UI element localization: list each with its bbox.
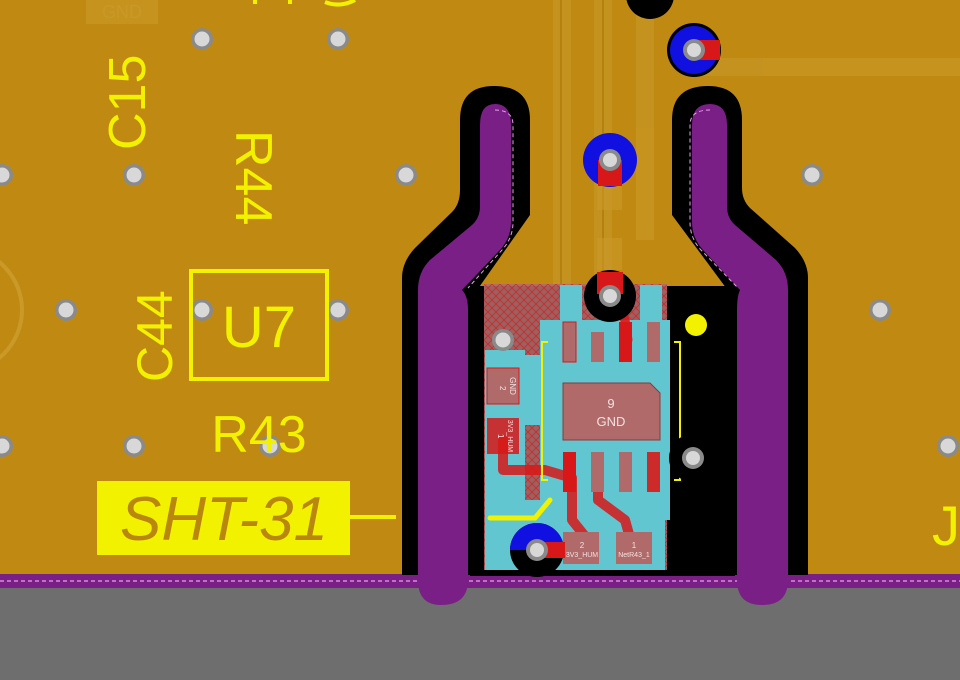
ic-pin-6[interactable] — [619, 322, 632, 362]
via-hole — [940, 438, 956, 454]
designator-r44[interactable]: R44 — [224, 130, 282, 225]
ic-pin-7[interactable] — [591, 332, 604, 362]
mounting-outline — [0, 260, 24, 360]
ic-pin-3[interactable] — [619, 452, 632, 492]
designator-r43[interactable]: R43 — [211, 406, 306, 464]
via-hole — [126, 167, 142, 183]
designator-j-partial[interactable]: J — [932, 494, 960, 557]
designator-c15[interactable]: C15 — [99, 55, 157, 150]
svg-text:1: 1 — [496, 434, 505, 439]
ic-pin-4[interactable] — [647, 452, 660, 492]
board-edge-region — [0, 588, 960, 680]
via-hole — [194, 31, 210, 47]
ic-silk-right — [674, 341, 681, 481]
stitching-vias[interactable] — [0, 28, 959, 457]
ic-pin-5[interactable] — [647, 322, 660, 362]
via-hole — [330, 302, 346, 318]
via-hole — [58, 302, 74, 318]
pin1-marker-icon — [685, 314, 707, 336]
via-hole — [262, 438, 278, 454]
designator-u7[interactable]: U7 — [222, 295, 296, 360]
svg-text:2: 2 — [580, 541, 585, 550]
svg-text:3V3_HUM: 3V3_HUM — [566, 552, 598, 559]
ic-pin-1[interactable] — [563, 452, 576, 492]
via-hole — [194, 302, 210, 318]
via-hole — [0, 438, 10, 454]
ic-silk-left — [541, 341, 548, 481]
designator-gnd-top: GND — [102, 2, 142, 22]
svg-text:3V3_HUM: 3V3_HUM — [506, 420, 513, 452]
ic-pin-2[interactable] — [591, 452, 604, 492]
keepout-slot-right — [692, 104, 788, 605]
ic-center-pad[interactable] — [562, 382, 661, 441]
via-icon[interactable] — [626, 0, 674, 19]
sht31-label-bg — [97, 481, 350, 555]
ic-pin-8[interactable] — [562, 321, 577, 363]
svg-text:NetR43_1: NetR43_1 — [618, 552, 650, 559]
via-hole — [398, 167, 414, 183]
via-hole — [0, 167, 10, 183]
res-r43-pads[interactable]: 2 3V3_HUM 1 NetR43_1 — [563, 532, 652, 564]
keepout-slot-left — [418, 104, 511, 605]
designator-sht31[interactable]: SHT-31 — [120, 485, 328, 554]
pad-left-upper[interactable] — [486, 367, 520, 405]
svg-text:1: 1 — [632, 541, 637, 550]
via-hole — [126, 438, 142, 454]
via-hole — [804, 167, 820, 183]
pad-left-lower[interactable] — [487, 418, 519, 454]
center-pad-net: GND — [597, 414, 626, 429]
via-hole — [330, 31, 346, 47]
pad-bottom-right[interactable] — [616, 532, 652, 564]
svg-text:2: 2 — [498, 386, 507, 391]
via-hole — [495, 332, 511, 348]
silk-mark — [487, 497, 553, 521]
via-hole — [872, 302, 888, 318]
cap-c44-pads[interactable]: 2 GND 1 3V3_HUM — [486, 367, 520, 454]
designator-c44[interactable]: C44 — [127, 290, 183, 382]
svg-text:GND: GND — [508, 377, 517, 395]
center-pad-number: 9 — [607, 396, 614, 411]
pad-bottom-left[interactable] — [563, 532, 599, 564]
u7-silk-box[interactable] — [189, 269, 329, 381]
ic-package[interactable]: 9 GND — [541, 321, 681, 492]
signal-vias[interactable] — [510, 0, 721, 577]
